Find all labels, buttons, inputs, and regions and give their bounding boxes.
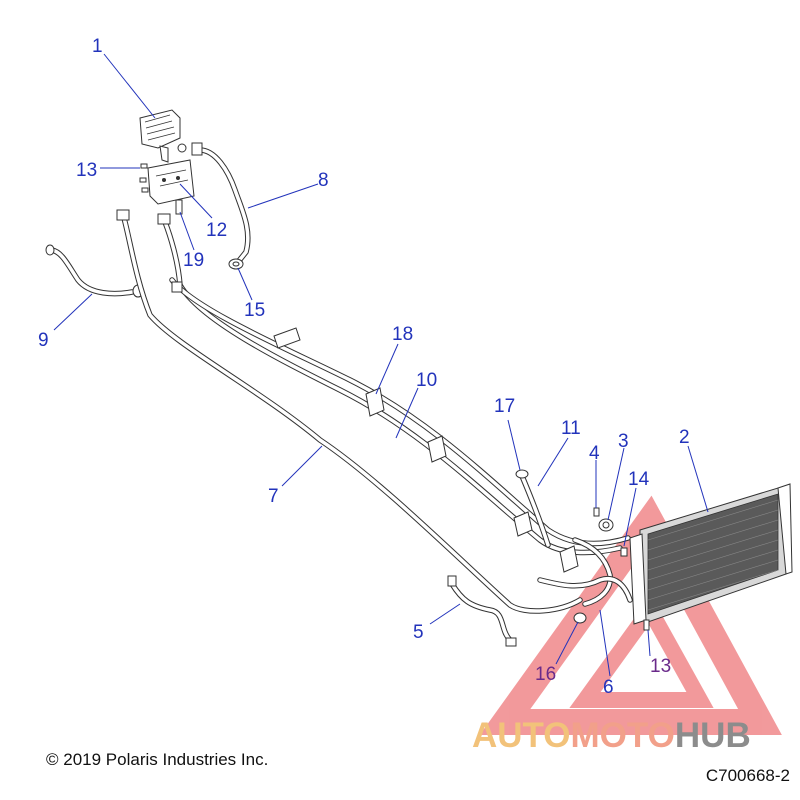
part-10-tube xyxy=(157,213,631,556)
callout-12: 12 xyxy=(206,220,227,241)
part-12-bracket xyxy=(147,159,195,205)
callout-13-upper: 13 xyxy=(76,160,97,181)
callouts: 1 2 3 4 5 6 7 8 9 10 11 12 13 13 14 15 1… xyxy=(38,36,690,698)
callout-11: 11 xyxy=(561,418,581,439)
part-7-tube xyxy=(116,209,583,614)
part-19-fitting xyxy=(175,199,183,215)
part-8-hose xyxy=(191,142,251,265)
callout-17: 17 xyxy=(494,396,515,417)
callout-2: 2 xyxy=(679,427,690,448)
watermark-part-hub: HUB xyxy=(674,716,751,755)
part-16-clamp xyxy=(573,612,587,624)
part-3-clamp xyxy=(598,518,614,532)
callout-1: 1 xyxy=(92,36,103,57)
callout-9: 9 xyxy=(38,330,49,351)
callout-7: 7 xyxy=(268,486,279,507)
part-18-clips xyxy=(273,327,579,573)
callout-13-lower: 13 xyxy=(650,656,671,677)
callout-15: 15 xyxy=(244,300,265,321)
part-1-reservoir xyxy=(139,109,187,163)
part-5-hose xyxy=(447,575,517,647)
callout-19: 19 xyxy=(183,250,204,271)
callout-5: 5 xyxy=(413,622,424,643)
part-9-hose xyxy=(45,244,144,298)
callout-3: 3 xyxy=(618,431,629,452)
watermark-logo-text: AUTOMOTOHUB xyxy=(472,716,751,756)
part-13-bolts-upper xyxy=(139,163,149,193)
callout-10: 10 xyxy=(416,370,437,391)
part-15-clamp xyxy=(228,258,244,270)
part-17-clamp xyxy=(515,469,529,479)
part-13-bolt-lower xyxy=(643,619,650,631)
part-11-hose xyxy=(519,473,551,548)
watermark-part-moto: MOTO xyxy=(570,716,675,755)
callout-18: 18 xyxy=(392,324,413,345)
callout-4: 4 xyxy=(589,443,600,464)
part-2-cooler xyxy=(629,483,793,625)
callout-8: 8 xyxy=(318,170,329,191)
leader-lines xyxy=(53,53,709,677)
callout-6: 6 xyxy=(603,677,614,698)
drawing-id: C700668-2 xyxy=(705,766,790,785)
part-4-screw xyxy=(593,507,600,517)
callout-14: 14 xyxy=(628,469,650,490)
callout-16: 16 xyxy=(535,664,556,685)
part-14-screw xyxy=(620,547,628,557)
copyright-text: © 2019 Polaris Industries Inc. xyxy=(46,750,269,769)
watermark-part-auto: AUTO xyxy=(472,716,571,755)
part-6-hose xyxy=(537,537,633,607)
